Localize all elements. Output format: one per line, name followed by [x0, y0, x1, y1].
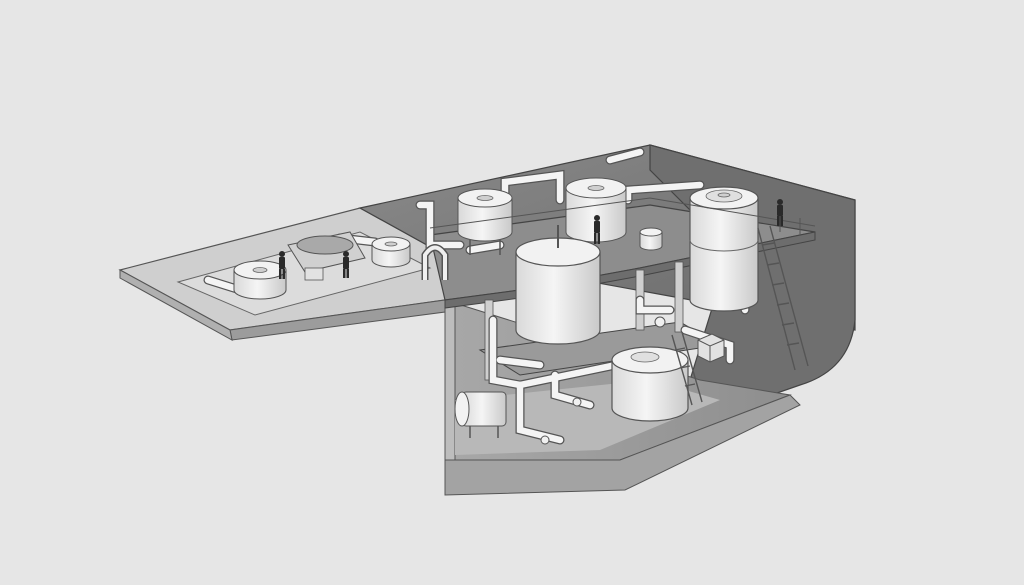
deck-railing [429, 197, 816, 236]
worker-figure [594, 215, 600, 244]
tank-upper-left [457, 188, 513, 255]
equipment-box [697, 333, 725, 363]
surface-tank-round [371, 236, 411, 268]
worker-figure [777, 199, 783, 226]
pipe-valves [540, 316, 666, 445]
surface-tank-small [233, 260, 287, 300]
worker-figure [279, 251, 285, 279]
tank-lower-round [611, 346, 689, 422]
tank-tall-right [689, 186, 759, 312]
worker-figure [343, 251, 349, 278]
ladder-lower [671, 331, 703, 406]
pipe-arch-screen [421, 244, 449, 280]
ladder-right [757, 225, 809, 371]
horizontal-tank [454, 391, 507, 438]
tank-upper-middle [565, 177, 627, 243]
tank-large-center [515, 225, 601, 345]
tank-small-cylinder [639, 227, 663, 251]
